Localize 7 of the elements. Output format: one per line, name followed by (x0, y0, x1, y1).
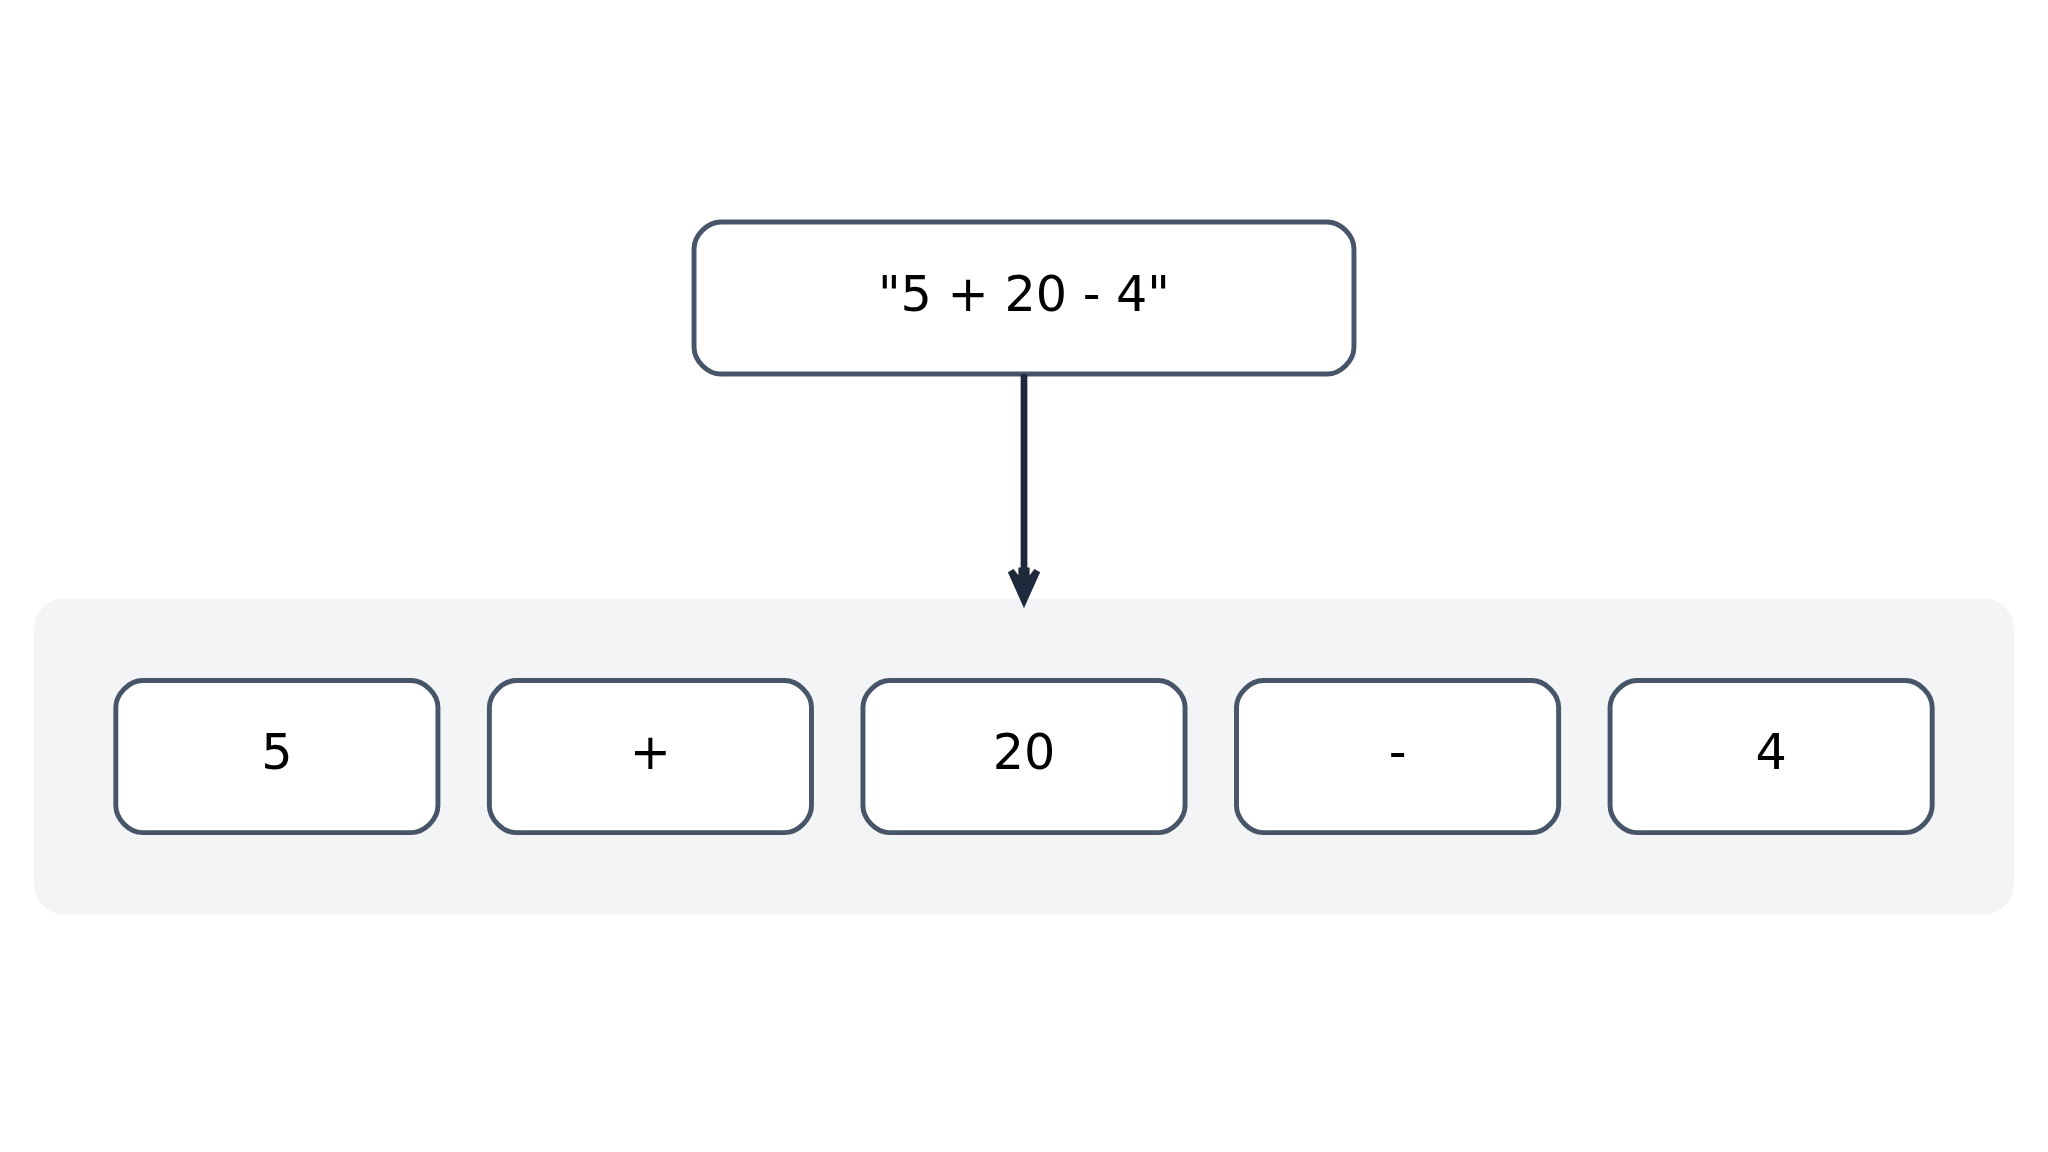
node-box: 20 (860, 677, 1188, 835)
node-box: 4 (1607, 677, 1935, 835)
node-box: 5 (113, 677, 441, 835)
node-box: - (1234, 677, 1562, 835)
cluster (34, 598, 2014, 914)
node-box: + (486, 677, 814, 835)
node-box: "5 + 20 - 4" (691, 219, 1357, 376)
